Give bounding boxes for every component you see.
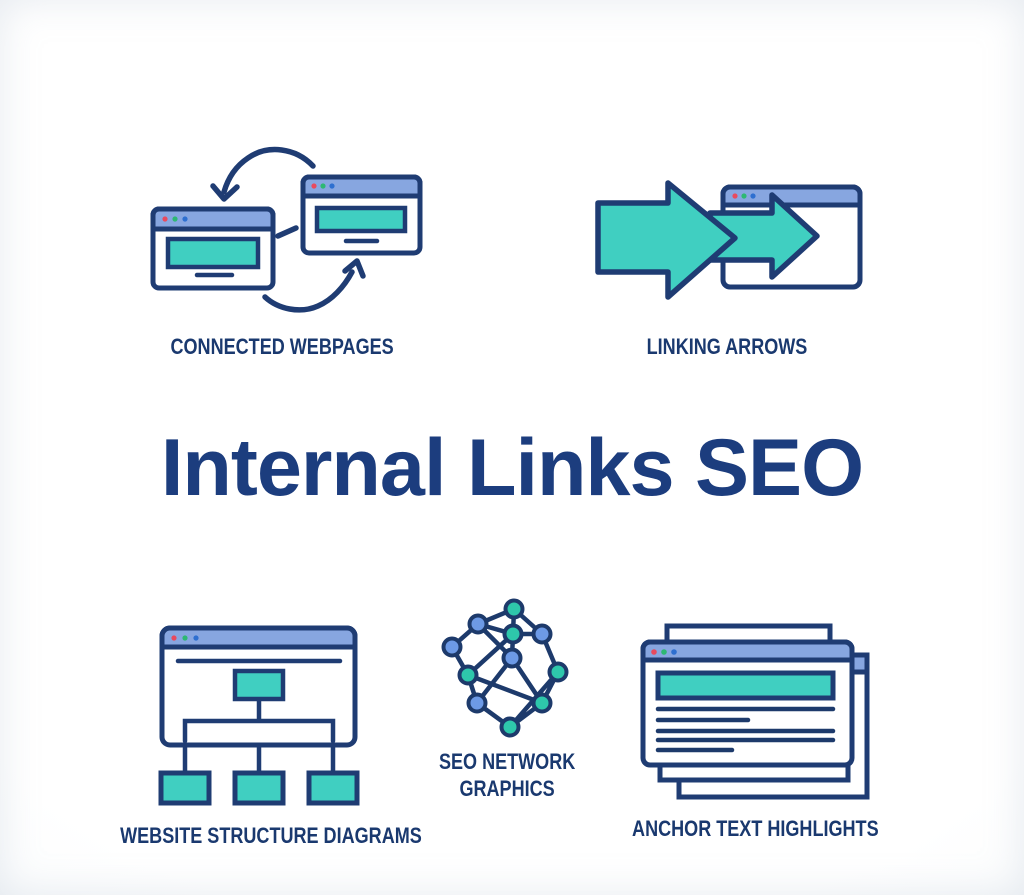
titlebar-dot-red-icon bbox=[171, 635, 177, 641]
titlebar bbox=[640, 639, 855, 663]
website-structure-label: WEBSITE STRUCTURE DIAGRAMS bbox=[120, 823, 422, 848]
content-block bbox=[165, 236, 261, 270]
titlebar-dot-green-icon bbox=[182, 635, 188, 641]
seo-network-icon bbox=[441, 598, 569, 738]
link-arrow-large-icon bbox=[595, 180, 738, 300]
titlebar-dot-red-icon bbox=[732, 193, 738, 199]
cycle-arrow-top-icon bbox=[210, 146, 316, 202]
titlebar-dot-blue-icon bbox=[182, 216, 188, 222]
titlebar-dot-green-icon bbox=[172, 216, 178, 222]
network-nodes-icon bbox=[441, 598, 569, 738]
titlebar bbox=[300, 174, 423, 199]
titlebar bbox=[159, 625, 358, 650]
linking-arrows-label: LINKING ARROWS bbox=[646, 334, 808, 359]
titlebar-dot-green-icon bbox=[741, 193, 747, 199]
text-lines bbox=[655, 706, 836, 753]
linking-arrows-icon bbox=[595, 180, 863, 300]
content-block bbox=[314, 205, 408, 234]
titlebar-dot-red-icon bbox=[162, 216, 168, 222]
titlebar-dot-blue-icon bbox=[329, 183, 335, 189]
titlebar-dot-blue-icon bbox=[193, 635, 199, 641]
browser-window-icon bbox=[640, 639, 855, 768]
connected-webpages-icon bbox=[150, 146, 423, 313]
titlebar-dot-blue-icon bbox=[750, 193, 756, 199]
titlebar-dot-green-icon bbox=[320, 183, 326, 189]
anchor-text-label: ANCHOR TEXT HIGHLIGHTS bbox=[631, 816, 879, 841]
titlebar bbox=[150, 206, 276, 232]
titlebar-dot-red-icon bbox=[651, 649, 657, 655]
titlebar-dot-green-icon bbox=[661, 649, 667, 655]
highlight-bar bbox=[655, 670, 836, 701]
seo-network-label: SEO NETWORK GRAPHICS bbox=[438, 749, 576, 801]
cycle-arrow-bottom-icon bbox=[262, 258, 366, 313]
connected-webpages-label: CONNECTED WEBPAGES bbox=[170, 334, 394, 359]
titlebar-dot-red-icon bbox=[311, 183, 317, 189]
root-node-block bbox=[232, 668, 286, 702]
child-node-block bbox=[232, 770, 286, 806]
website-structure-icon bbox=[158, 625, 360, 806]
link-dash-icon bbox=[275, 225, 299, 239]
page-title: Internal Links SEO bbox=[160, 423, 864, 513]
link-arrow-small-icon bbox=[707, 192, 820, 280]
child-node-block bbox=[158, 770, 212, 806]
browser-window-icon bbox=[159, 625, 358, 748]
browser-window-icon bbox=[150, 206, 276, 291]
titlebar bbox=[720, 184, 863, 208]
child-node-block bbox=[306, 770, 360, 806]
titlebar-dot-blue-icon bbox=[671, 649, 677, 655]
anchor-text-icon bbox=[640, 623, 870, 800]
browser-window-icon bbox=[300, 174, 423, 256]
